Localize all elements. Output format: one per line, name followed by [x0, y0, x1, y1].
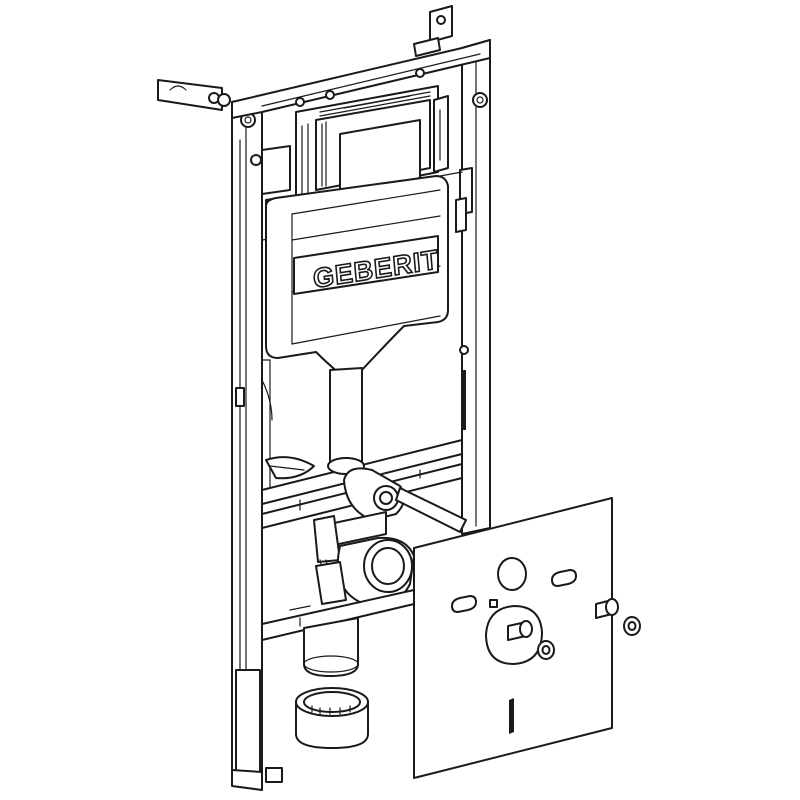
- fixing-bolts: [507, 598, 641, 660]
- frame-top-crossbar: [231, 39, 491, 119]
- flush-actuator-housing: [295, 85, 449, 201]
- waste-outlet-pipe: [303, 617, 359, 677]
- frame-left-post: [231, 95, 283, 791]
- cistern-body: GEBERIT: [265, 175, 449, 375]
- right-wall-bracket: [413, 5, 453, 57]
- pan-connector-elbow: [315, 536, 415, 607]
- left-wall-bracket: [157, 79, 231, 111]
- flush-pipe: [327, 367, 365, 475]
- pipe-sleeve: [295, 687, 369, 749]
- frame-right-post: [459, 39, 491, 535]
- flush-bend-connector: [313, 467, 467, 563]
